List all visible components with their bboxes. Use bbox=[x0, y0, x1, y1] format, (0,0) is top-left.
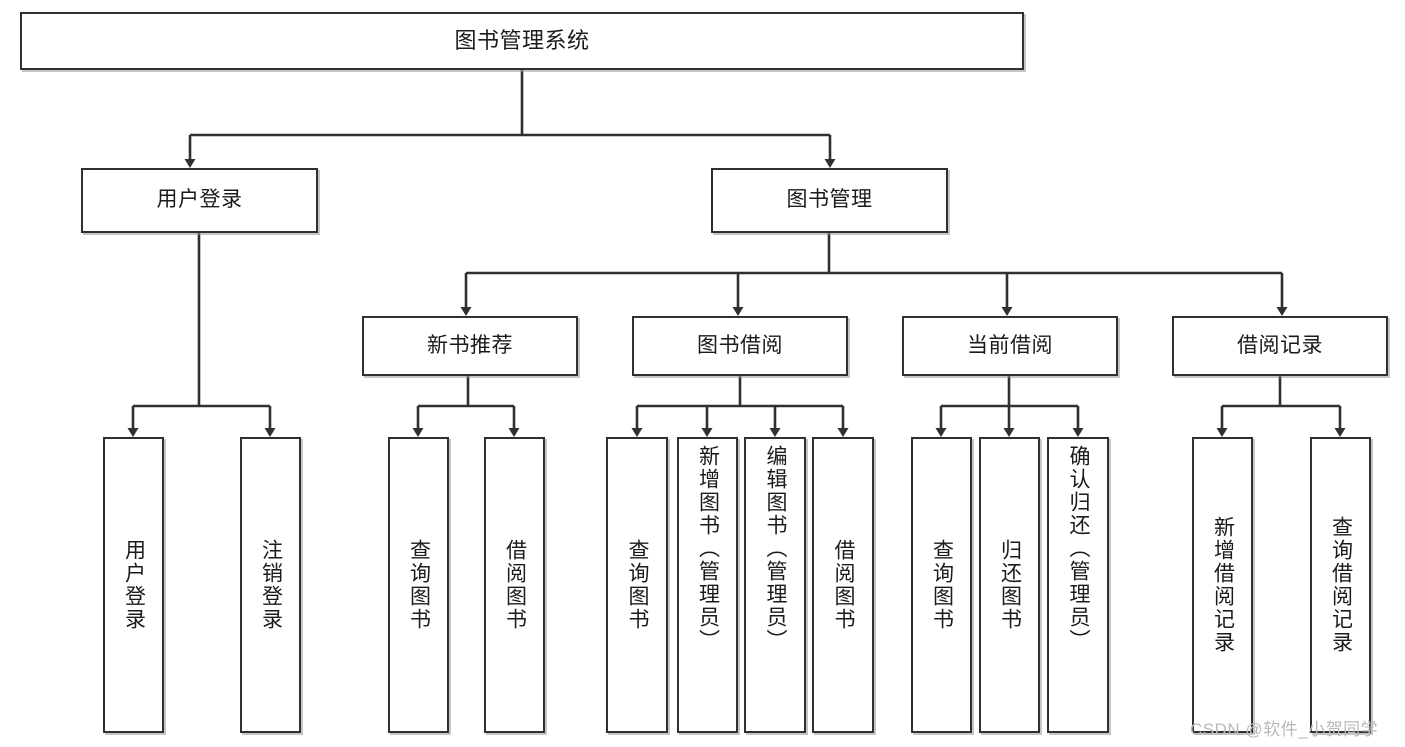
leaf-add-book-admin[interactable]: 新增图书（管理员） bbox=[677, 437, 738, 733]
node-book-management[interactable]: 图书管理 bbox=[711, 168, 948, 233]
node-label: 用户登录 bbox=[156, 188, 243, 212]
node-root-book-management-system[interactable]: 图书管理系统 bbox=[20, 12, 1024, 70]
leaf-add-borrow-record[interactable]: 新增借阅记录 bbox=[1192, 437, 1253, 733]
node-label: 确认归还（管理员） bbox=[1067, 445, 1091, 652]
node-label: 图书管理系统 bbox=[454, 28, 590, 54]
leaf-borrow-book-new[interactable]: 借阅图书 bbox=[484, 437, 545, 733]
node-label: 新增借阅记录 bbox=[1211, 516, 1235, 654]
node-label: 查询图书 bbox=[930, 539, 954, 631]
node-new-book-recommend[interactable]: 新书推荐 bbox=[362, 316, 578, 376]
leaf-return-book[interactable]: 归还图书 bbox=[979, 437, 1040, 733]
leaf-query-book-current[interactable]: 查询图书 bbox=[911, 437, 972, 733]
node-user-login[interactable]: 用户登录 bbox=[81, 168, 318, 233]
leaf-logout-login[interactable]: 注销登录 bbox=[240, 437, 301, 733]
node-current-borrow[interactable]: 当前借阅 bbox=[902, 316, 1118, 376]
node-label: 图书借阅 bbox=[697, 333, 783, 357]
node-label: 查询借阅记录 bbox=[1329, 516, 1353, 654]
leaf-confirm-return-admin[interactable]: 确认归还（管理员） bbox=[1047, 437, 1109, 733]
node-label: 借阅图书 bbox=[832, 539, 856, 631]
leaf-borrow-book-borrow[interactable]: 借阅图书 bbox=[812, 437, 874, 733]
node-book-borrow[interactable]: 图书借阅 bbox=[632, 316, 848, 376]
leaf-user-login[interactable]: 用户登录 bbox=[103, 437, 164, 733]
node-label: 图书管理 bbox=[786, 188, 873, 212]
leaf-edit-book-admin[interactable]: 编辑图书（管理员） bbox=[744, 437, 806, 733]
leaf-query-book-borrow[interactable]: 查询图书 bbox=[606, 437, 668, 733]
node-label: 编辑图书（管理员） bbox=[764, 445, 788, 652]
node-label: 新增图书（管理员） bbox=[696, 445, 720, 652]
node-label: 借阅记录 bbox=[1237, 333, 1323, 357]
leaf-query-book-new[interactable]: 查询图书 bbox=[388, 437, 449, 733]
node-label: 查询图书 bbox=[407, 539, 431, 631]
node-label: 用户登录 bbox=[122, 539, 146, 631]
node-borrow-record[interactable]: 借阅记录 bbox=[1172, 316, 1388, 376]
node-label: 查询图书 bbox=[626, 539, 650, 631]
node-label: 新书推荐 bbox=[427, 333, 513, 357]
node-label: 归还图书 bbox=[998, 539, 1022, 631]
node-label: 借阅图书 bbox=[503, 539, 527, 631]
node-label: 当前借阅 bbox=[967, 333, 1053, 357]
leaf-query-borrow-record[interactable]: 查询借阅记录 bbox=[1310, 437, 1371, 733]
csdn-watermark: CSDN @软件_小贺同学 bbox=[1190, 720, 1379, 739]
node-label: 注销登录 bbox=[259, 539, 283, 631]
